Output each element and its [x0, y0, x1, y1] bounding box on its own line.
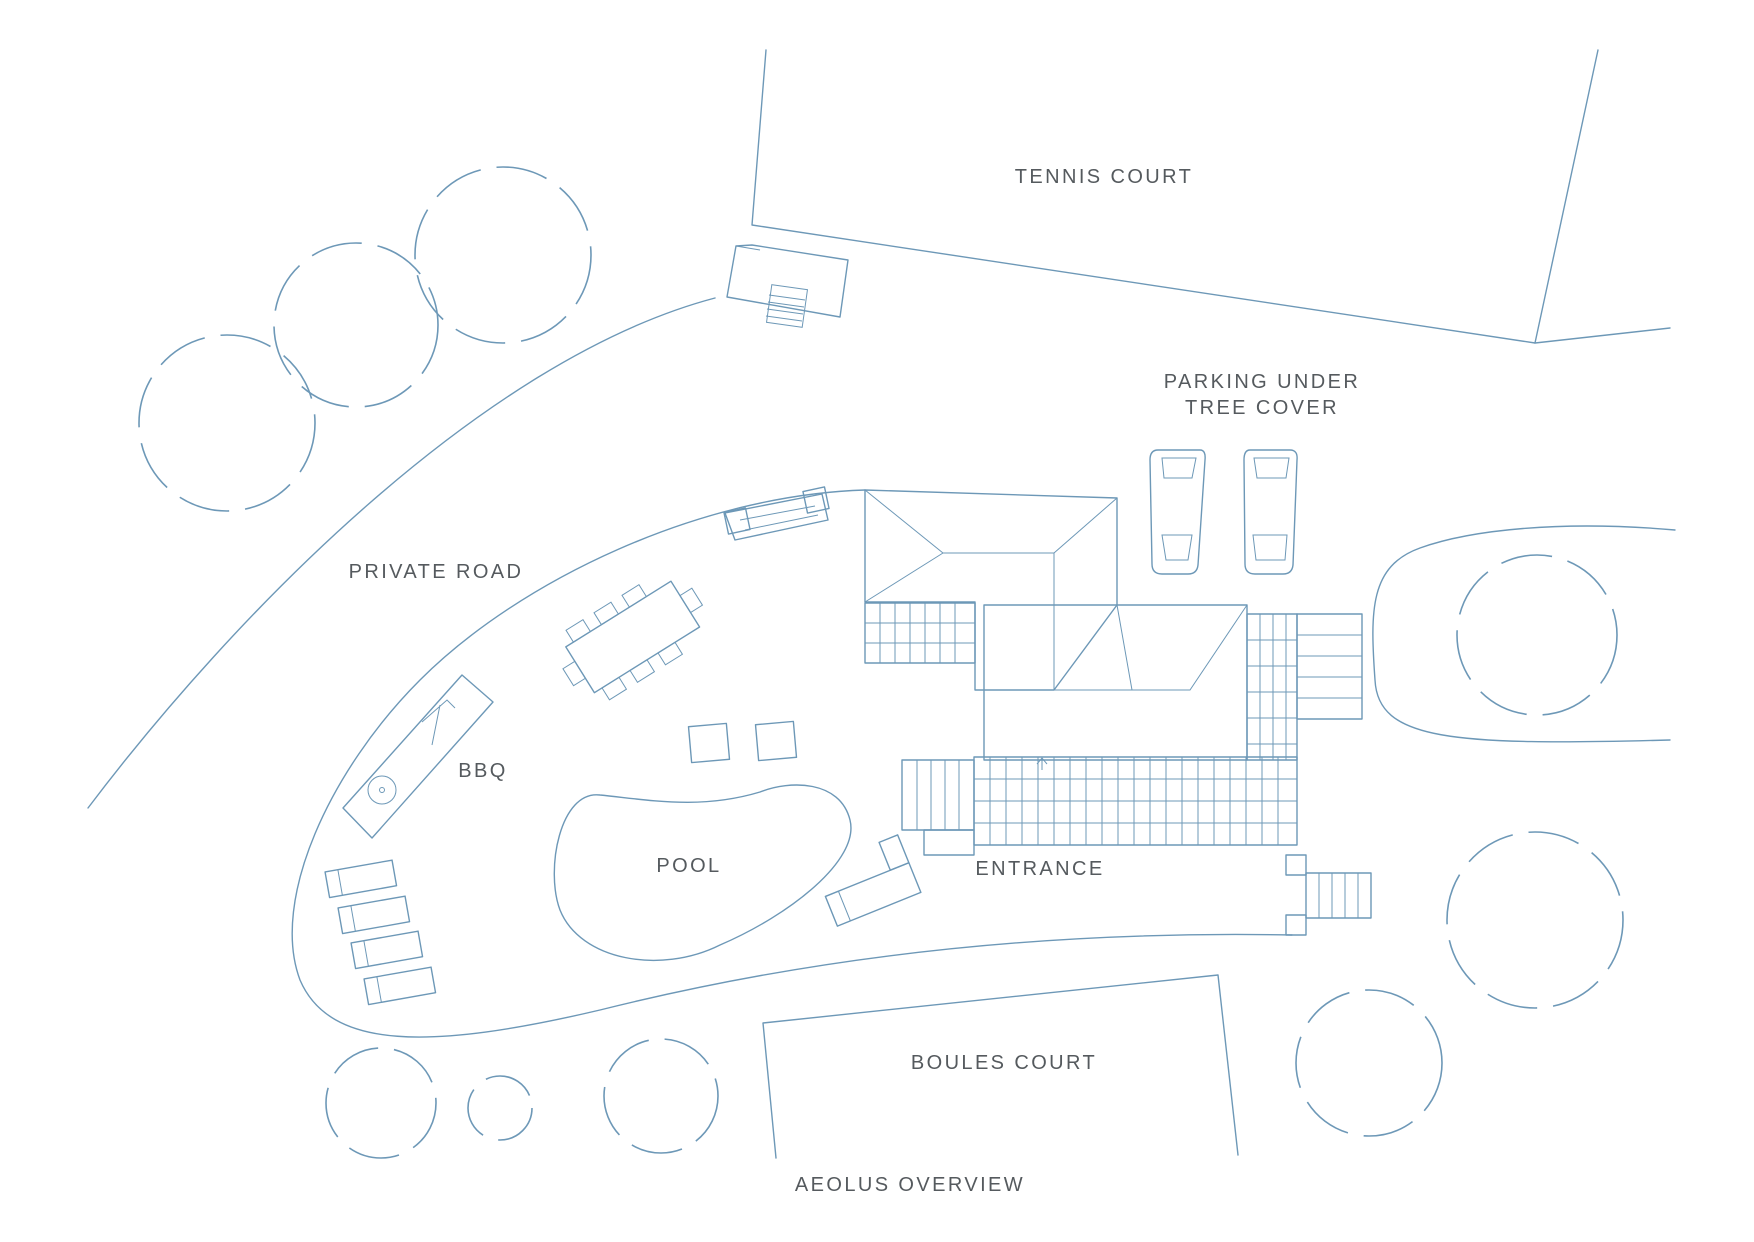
pool-label: POOL: [656, 855, 722, 877]
parking-label-line-1: PARKING UNDER: [1163, 371, 1361, 393]
parking-label: PARKING UNDER TREE COVER: [1164, 369, 1360, 421]
entrance-steps: [1285, 854, 1372, 936]
tennis-court: [751, 49, 1671, 344]
tennis-court-label: TENNIS COURT: [1014, 166, 1194, 188]
grounds-outline: [291, 489, 1293, 1038]
side-table: [687, 722, 731, 764]
parked-car: [1149, 449, 1206, 575]
pool-loungers: [824, 834, 922, 927]
private-road-label: PRIVATE ROAD: [348, 561, 524, 583]
dining-table: [562, 580, 704, 701]
house: [864, 489, 1363, 856]
pool: [553, 784, 852, 962]
tennis-pavilion: [726, 244, 849, 328]
map-title: AEOLUS OVERVIEW: [794, 1174, 1026, 1196]
bbq-label: BBQ: [458, 760, 508, 782]
side-table: [754, 720, 798, 762]
parked-car: [1243, 449, 1298, 575]
parking-label-line-2: TREE COVER: [1184, 397, 1340, 419]
bbq-unit: [342, 674, 494, 839]
trees: [138, 166, 1624, 1159]
sun-loungers: [324, 859, 437, 1006]
boules-court-label: BOULES COURT: [910, 1052, 1098, 1074]
boules-court: [762, 974, 1239, 1159]
private-road: [87, 297, 716, 809]
garden-bench: [723, 486, 830, 541]
driveway-loop: [1372, 525, 1676, 743]
entrance-label: ENTRANCE: [975, 858, 1105, 880]
